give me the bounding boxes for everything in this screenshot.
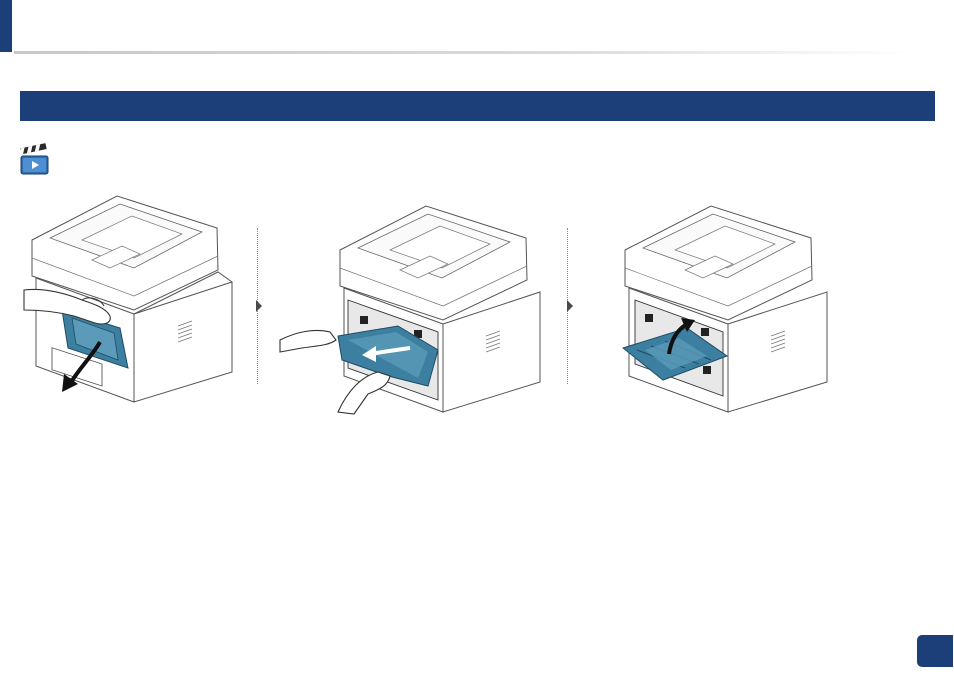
- header-accent-bar: [0, 0, 12, 52]
- header-rule: [14, 51, 914, 54]
- step-3-illustration: [615, 200, 835, 415]
- step-1-illustration: [22, 188, 237, 408]
- video-clapperboard-icon[interactable]: [19, 143, 49, 175]
- step-arrow-1: [256, 300, 262, 312]
- page-number-badge: [917, 635, 953, 667]
- section-title-bar: [20, 91, 935, 121]
- step-arrow-2: [567, 300, 573, 312]
- step-2-illustration: [278, 200, 548, 415]
